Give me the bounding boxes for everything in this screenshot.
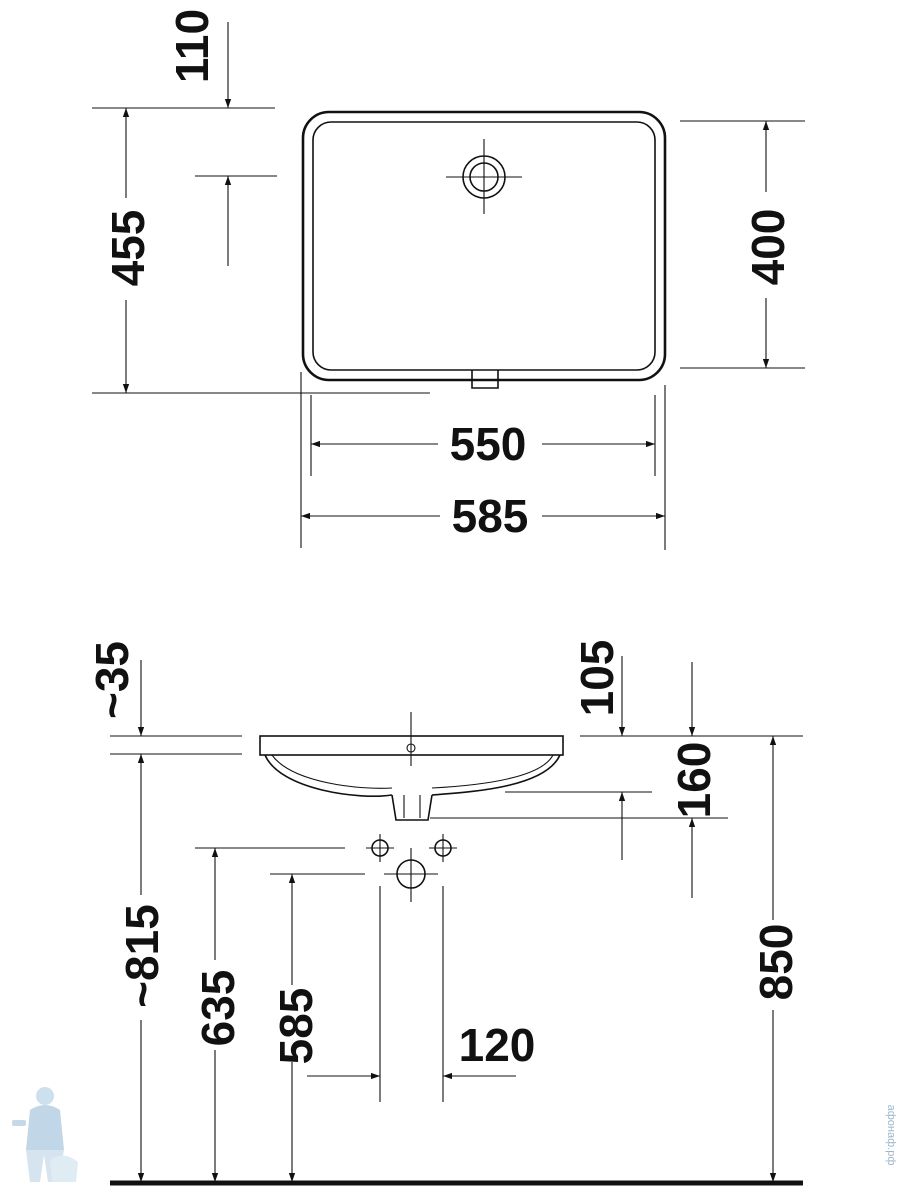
watermark-text: афонаф.рф [885, 1105, 897, 1166]
basin-outer-rim [301, 110, 667, 382]
dim-585-top: 585 [452, 490, 529, 542]
dim-585-side: 585 [270, 988, 322, 1065]
basin-inner-bowl [312, 121, 656, 371]
dim-550: 550 [450, 418, 527, 470]
water-supply-left-symbol [366, 834, 394, 862]
dim-455: 455 [102, 210, 154, 287]
dim-850: 850 [750, 924, 802, 1001]
dim-815: ~815 [116, 904, 168, 1008]
dim-635: 635 [192, 970, 244, 1047]
dim-105: 105 [571, 640, 623, 717]
water-supply-right-symbol [429, 834, 457, 862]
drain-connection-symbol [384, 848, 438, 902]
dim-120: 120 [459, 1019, 536, 1071]
basin-bowl-section [264, 754, 561, 798]
waste-outlet [391, 794, 433, 821]
dim-160: 160 [668, 742, 720, 819]
dim-35: ~35 [86, 641, 138, 719]
dim-110: 110 [166, 9, 218, 83]
drain-symbol [446, 139, 522, 214]
plumber-mascot-logo [12, 1087, 78, 1182]
overflow-outlet [471, 370, 499, 389]
dim-400: 400 [742, 209, 794, 286]
side-view: ~35 ~815 635 585 120 105 160 850 [86, 640, 803, 1186]
top-view: 110 455 400 550 585 [92, 9, 805, 550]
